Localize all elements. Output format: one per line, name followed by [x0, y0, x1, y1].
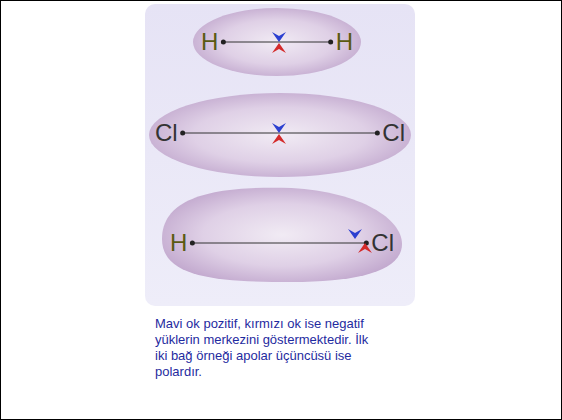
- electron-cloud: Cl Cl: [149, 93, 411, 177]
- cloud-outline: [193, 8, 361, 76]
- electron-cloud: H Cl: [162, 184, 402, 284]
- positive-center-arrow: [348, 229, 362, 239]
- cloud-shape: [149, 93, 411, 177]
- negative-center-arrow: [272, 43, 286, 53]
- negative-center-arrow: [272, 134, 286, 144]
- bond-line: [192, 243, 366, 244]
- nucleus-dot: [190, 241, 195, 246]
- cloud-shape: [162, 184, 402, 284]
- panel: [145, 4, 415, 306]
- negative-center-arrow: [358, 243, 372, 253]
- nucleus-dot: [328, 40, 333, 45]
- cloud-outline: [162, 188, 402, 282]
- nucleus-dot: [221, 40, 226, 45]
- nucleus-dot: [375, 131, 380, 136]
- atom-symbol: Cl: [371, 230, 394, 256]
- caption: Mavi ok pozitif, kırmızı ok ise negatif …: [155, 316, 370, 380]
- atom-symbol: Cl: [382, 120, 405, 146]
- nucleus-dot: [180, 131, 185, 136]
- atom-symbol: Cl: [155, 120, 178, 146]
- atom-symbol: H: [201, 29, 218, 55]
- electron-cloud: HH: [193, 8, 361, 76]
- atom-symbol: H: [336, 29, 353, 55]
- positive-center-arrow: [272, 32, 286, 42]
- cloud-outline: [149, 93, 411, 177]
- bond-line: [223, 42, 330, 43]
- positive-center-arrow: [272, 123, 286, 133]
- atom-symbol: H: [170, 230, 187, 256]
- bond-line: [183, 133, 378, 134]
